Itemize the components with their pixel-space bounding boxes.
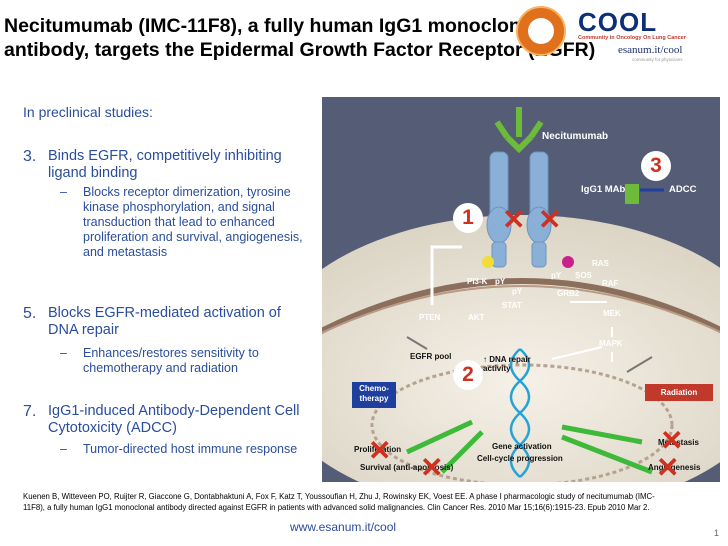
- block-cross: ✕: [502, 204, 526, 235]
- py-label: pY: [495, 277, 506, 286]
- point-text: IgG1-induced Antibody-Dependent Cell Cyt…: [48, 403, 300, 436]
- logo-esanum: esanum.it/cool: [618, 44, 683, 56]
- reference-citation: Kuenen B, Witteveen PO, Ruijter R, Giacc…: [23, 492, 655, 512]
- point-number: 5.: [23, 305, 37, 322]
- block-cross: ✕: [538, 204, 562, 235]
- cool-logo: COOL Community in Oncology On Lung Cance…: [514, 4, 718, 64]
- point-number: 3.: [23, 148, 37, 165]
- igg1-mab-icon: [625, 184, 639, 204]
- outcome-arrows: [405, 419, 653, 475]
- footer-link[interactable]: www.esanum.it/cool: [290, 520, 397, 534]
- block-cross: ✕: [656, 452, 680, 483]
- stat-label: STAT: [502, 301, 522, 310]
- py-label: pY: [512, 287, 523, 296]
- pi3k-label: PI3-K: [467, 277, 488, 286]
- pten-label: PTEN: [419, 313, 441, 322]
- dash: –: [60, 185, 67, 199]
- ras-label: RAS: [592, 259, 609, 268]
- marker-2: 2: [453, 360, 483, 390]
- chemotherapy-box: Chemo-therapy: [352, 382, 396, 408]
- pathway-drawing: [322, 107, 720, 482]
- slide-title: Necitumumab (IMC-11F8), a fully human Ig…: [4, 15, 596, 61]
- radiation-box: Radiation: [645, 384, 713, 401]
- radiation-arrow: [626, 356, 653, 373]
- dash: –: [60, 442, 67, 456]
- proliferation-label: Proliferation: [354, 445, 402, 454]
- egfr-receptors: [486, 151, 552, 268]
- chemo-arrow: [406, 336, 428, 350]
- survival-label: Survival (anti-apoptosis): [360, 463, 454, 472]
- mapk-label: MAPK: [599, 339, 623, 348]
- sub-point-text: Enhances/restores sensitivity to chemoth…: [83, 346, 259, 375]
- necitumumab-label: Necitumumab: [542, 131, 609, 142]
- grb2-label: GRB2: [557, 289, 580, 298]
- point-text: Blocks EGFR-mediated activation of DNA r…: [48, 305, 281, 338]
- py-label: pY: [551, 271, 562, 280]
- cell-membrane: [322, 278, 720, 335]
- block-cross: ✕: [660, 425, 684, 456]
- intro-text: In preclinical studies:: [23, 104, 153, 120]
- page-number: 1: [714, 528, 720, 538]
- angiogenesis-label: Angiogenesis: [648, 463, 701, 472]
- logo-seal-icon: [516, 6, 566, 56]
- marker-1: 1: [453, 203, 483, 233]
- logo-subtitle: Community in Oncology On Lung Cancer: [578, 35, 686, 41]
- egfr-pool-label: EGFR pool: [410, 352, 452, 361]
- marker-3: 3: [641, 151, 671, 181]
- cell-membrane-inner: [322, 285, 720, 334]
- gene-activation-label: Gene activation: [492, 442, 552, 451]
- adcc-label: ADCC: [669, 184, 697, 195]
- sub-point-text: Tumor-directed host immune response: [83, 442, 298, 456]
- logo-esanum-sub: community for physicians: [632, 57, 683, 62]
- sub-point-text: Blocks receptor dimerization, tyrosine k…: [83, 185, 303, 259]
- dash: –: [60, 346, 67, 360]
- dna-repair-label: ↑ DNA repair activity: [483, 355, 531, 373]
- nucleus: [370, 363, 674, 482]
- feedback-arrow: [430, 245, 462, 305]
- logo-word: COOL: [578, 7, 658, 37]
- akt-label: AKT: [468, 313, 485, 322]
- metastasis-label: Metastasis: [658, 438, 699, 447]
- mek-label: MEK: [603, 309, 621, 318]
- ligand: [562, 256, 574, 268]
- ligand: [482, 256, 494, 268]
- mapk-to-nucleus-arrow: [551, 346, 603, 360]
- point-number: 7.: [23, 403, 37, 420]
- antibody-shape: [494, 107, 544, 154]
- sos-label: SOS: [575, 271, 592, 280]
- raf-label: RAF: [602, 279, 619, 288]
- block-cross: ✕: [420, 452, 444, 483]
- egfr-pathway-figure: Necitumumab IgG1 MAb ADCC 3 1 2 ✕ ✕ PI3-…: [322, 97, 720, 482]
- dna-helix: [509, 348, 531, 478]
- cell-cycle-label: Cell-cycle progression: [477, 454, 563, 463]
- point-text: Binds EGFR, competitively inhibiting lig…: [48, 148, 282, 181]
- igg1-label: IgG1 MAb: [581, 184, 626, 195]
- block-cross: ✕: [368, 435, 392, 466]
